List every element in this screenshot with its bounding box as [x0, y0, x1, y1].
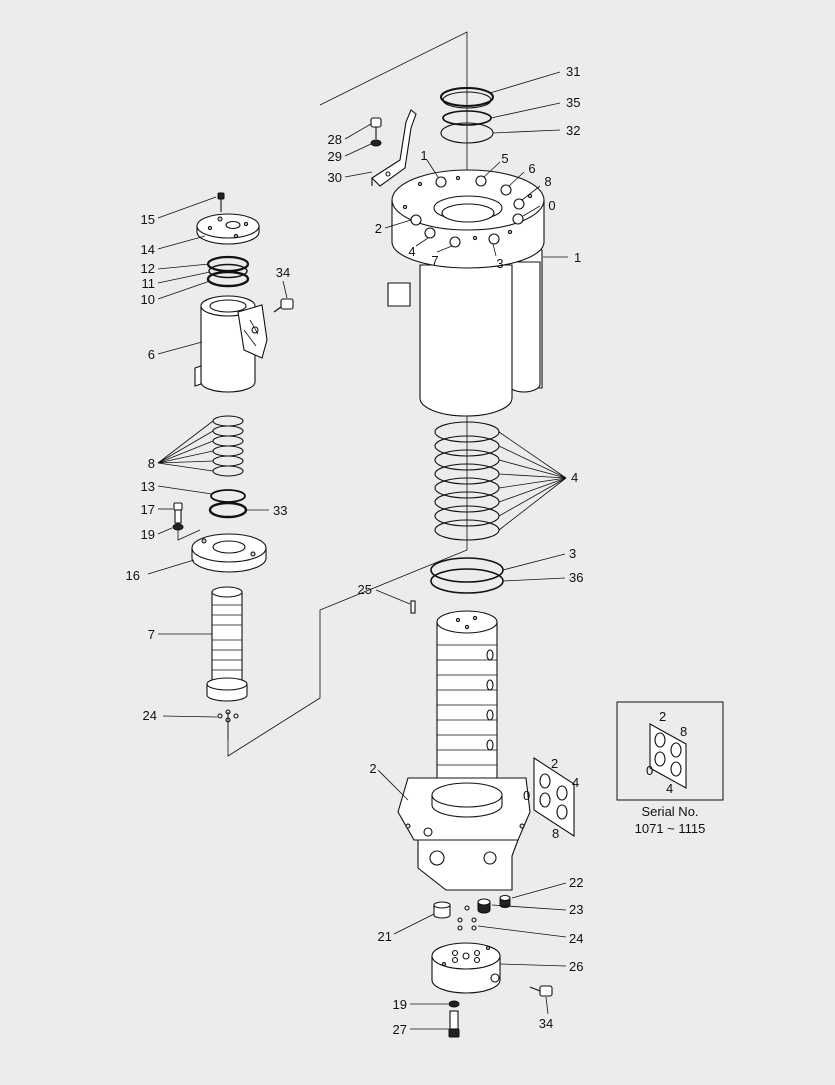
- callout-31: 31: [566, 64, 580, 79]
- callout-19-right: 19: [393, 997, 407, 1012]
- callout-30: 30: [328, 170, 342, 185]
- port-callout-7: 7: [431, 253, 438, 268]
- callout-34-right: 34: [539, 1016, 553, 1031]
- callout-12: 12: [141, 261, 155, 276]
- serial-label: Serial No.: [641, 804, 698, 819]
- callout-16: 16: [126, 568, 140, 583]
- bolt-28: [370, 117, 382, 139]
- spring-seals-8: [212, 415, 244, 477]
- port-label-8: 8: [552, 826, 559, 841]
- port-callout-8: 8: [544, 174, 551, 189]
- washer-19-right: [448, 1000, 460, 1008]
- callout-13: 13: [141, 479, 155, 494]
- callout-23: 23: [569, 902, 583, 917]
- callout-29: 29: [328, 149, 342, 164]
- callout-1-body: 1: [574, 250, 581, 265]
- port-callout-4: 4: [408, 244, 415, 259]
- seal-ring-10: [206, 270, 250, 288]
- body-1: [387, 169, 545, 417]
- ring-36: [430, 568, 504, 594]
- plug-23: [477, 898, 491, 914]
- spool-7: [206, 586, 248, 702]
- callout-27: 27: [393, 1022, 407, 1037]
- callout-21: 21: [378, 929, 392, 944]
- ring-31: [440, 87, 494, 109]
- callout-8-left: 8: [148, 456, 155, 471]
- bolt-27: [448, 1010, 460, 1038]
- callout-3-ring: 3: [569, 546, 576, 561]
- callout-26: 26: [569, 959, 583, 974]
- serial-port-0: 0: [646, 763, 653, 778]
- port-plate-side: [533, 756, 575, 838]
- pin-25: [410, 600, 416, 614]
- callout-24-left: 24: [143, 708, 157, 723]
- callout-10: 10: [141, 292, 155, 307]
- callout-4-springs: 4: [571, 470, 578, 485]
- port-callout-5: 5: [501, 151, 508, 166]
- port-callout-3: 3: [496, 256, 503, 271]
- port-callout-0: 0: [548, 198, 555, 213]
- serial-box: [616, 701, 724, 801]
- callout-35: 35: [566, 95, 580, 110]
- callout-32: 32: [566, 123, 580, 138]
- callout-15: 15: [141, 212, 155, 227]
- washer-29: [370, 139, 382, 147]
- port-label-0: 0: [523, 788, 530, 803]
- port-label-4: 4: [572, 775, 579, 790]
- callout-22: 22: [569, 875, 583, 890]
- seal-ring-11: [208, 263, 248, 279]
- callout-6-left: 6: [148, 347, 155, 362]
- callout-11: 11: [142, 276, 156, 291]
- callout-labels: 15 14 12 11 10 34 6 8 13 33 17 19 16 7 2…: [126, 64, 584, 1037]
- callout-14: 14: [141, 242, 155, 257]
- flange-16: [191, 533, 267, 573]
- ring-3: [430, 557, 504, 583]
- bolt-15: [217, 192, 225, 212]
- cover-plate-14: [196, 213, 260, 245]
- callout-36: 36: [569, 570, 583, 585]
- bolt-17: [173, 502, 183, 524]
- cover-26: [431, 942, 501, 994]
- port-callout-2: 2: [375, 221, 382, 236]
- shaft-2: [397, 610, 531, 891]
- port-callout-6: 6: [528, 161, 535, 176]
- serial-range: 1071 ~ 1115: [635, 821, 706, 836]
- serial-port-8: 8: [680, 724, 687, 739]
- callout-17: 17: [141, 502, 155, 517]
- bolt-34-left: [273, 298, 294, 313]
- callout-19-left: 19: [141, 527, 155, 542]
- ring-13: [210, 489, 246, 503]
- port-label-2: 2: [551, 756, 558, 771]
- washer-19-left: [172, 523, 184, 531]
- callout-34-left: 34: [276, 265, 290, 280]
- callout-7-left: 7: [148, 627, 155, 642]
- bolt-34-right: [529, 985, 553, 997]
- housing-6: [194, 295, 268, 393]
- serial-port-4: 4: [666, 781, 673, 796]
- o-rings-24-left: [217, 709, 239, 723]
- plug-21: [433, 901, 451, 919]
- leader-lines: [147, 71, 568, 1030]
- callout-2-shaft: 2: [369, 761, 376, 776]
- port-callout-1: 1: [420, 148, 427, 163]
- o-rings-24-right: [457, 905, 477, 931]
- callout-25: 25: [358, 582, 372, 597]
- callout-24-right: 24: [569, 931, 583, 946]
- callout-28: 28: [328, 132, 342, 147]
- bracket-30: [371, 109, 417, 187]
- ring-33: [208, 501, 248, 519]
- group-frame-line: [227, 31, 468, 757]
- plug-22: [499, 894, 511, 908]
- serial-port-2: 2: [659, 709, 666, 724]
- callout-33: 33: [273, 503, 287, 518]
